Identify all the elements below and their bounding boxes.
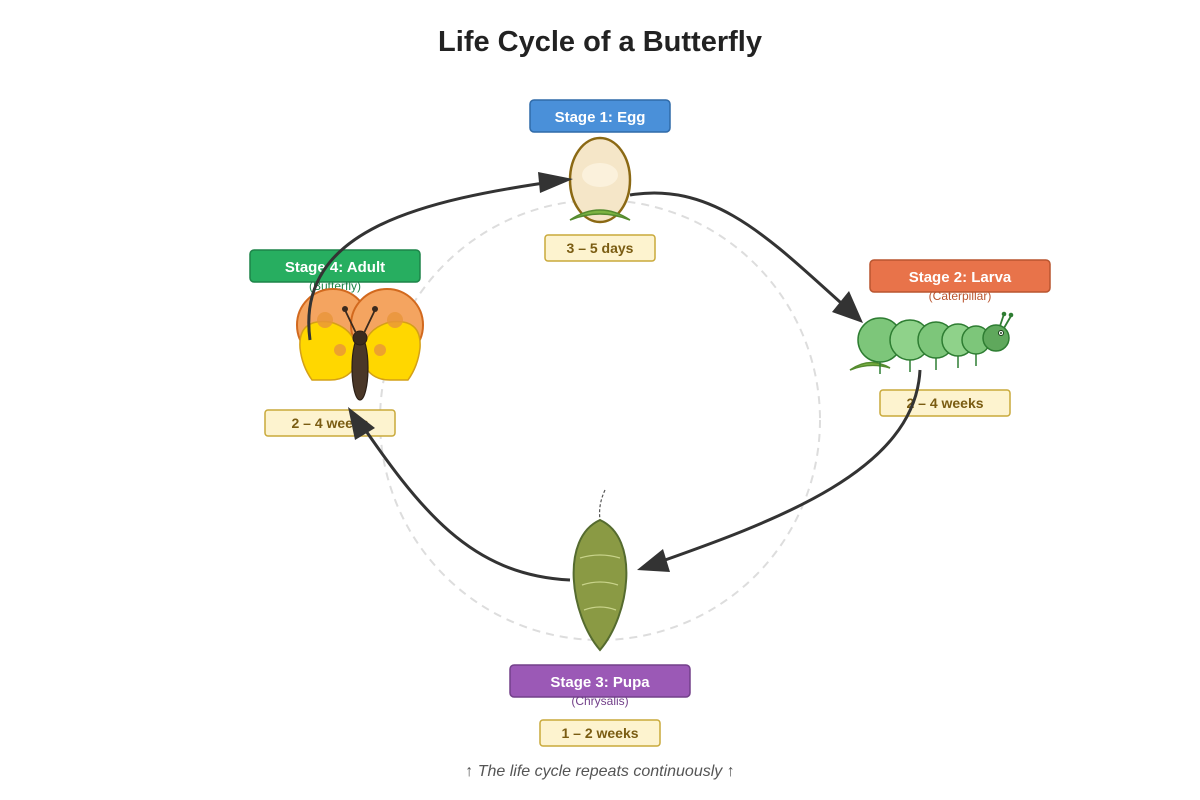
arrow-adult-to-egg-head bbox=[538, 172, 573, 193]
arrow-pupa-to-adult bbox=[353, 414, 571, 582]
arrow-larva-to-pupa bbox=[644, 369, 922, 569]
arrow-adult-to-egg bbox=[307, 178, 566, 341]
arrow-egg-to-larva-head bbox=[832, 291, 863, 323]
arrow-pupa-to-adult-head bbox=[348, 407, 375, 440]
stage-larva-duration-box bbox=[879, 389, 1011, 417]
cycle-arrows bbox=[307, 172, 922, 582]
caterpillar-icon bbox=[849, 311, 1014, 374]
stage-adult-label-box bbox=[249, 249, 421, 283]
stage-egg-label: Stage 1: Egg bbox=[555, 109, 646, 126]
butterfly-icon bbox=[296, 288, 424, 401]
stage-egg: Stage 1: Egg 3 – 5 days bbox=[529, 99, 671, 262]
stage-egg-duration-box bbox=[544, 234, 656, 262]
stage-larva-sublabel: (Caterpillar) bbox=[929, 289, 992, 303]
cycle-footer-note: ↑ The life cycle repeats continuously ↑ bbox=[465, 763, 734, 780]
stage-pupa: Stage 3: Pupa (Chrysalis) 1 – 2 weeks bbox=[509, 489, 691, 747]
stage-larva: Stage 2: Larva (Caterpillar) 2 – 4 weeks bbox=[849, 259, 1051, 417]
stage-egg-duration: 3 – 5 days bbox=[567, 240, 634, 256]
stage-pupa-duration-box bbox=[539, 719, 661, 747]
stage-adult-label: Stage 4: Adult bbox=[285, 259, 385, 276]
stage-egg-label-box bbox=[529, 99, 671, 133]
stage-adult-duration: 2 – 4 weeks bbox=[291, 415, 368, 431]
chrysalis-icon bbox=[572, 489, 628, 652]
diagram-title: Life Cycle of a Butterfly bbox=[438, 26, 762, 58]
egg-icon bbox=[568, 136, 632, 224]
stage-pupa-label-box bbox=[509, 664, 691, 698]
stage-larva-label: Stage 2: Larva bbox=[909, 269, 1012, 286]
stage-adult-sublabel: (Butterfly) bbox=[309, 279, 361, 293]
stage-pupa-label: Stage 3: Pupa bbox=[550, 674, 650, 691]
arrow-egg-to-larva bbox=[629, 191, 859, 320]
stage-larva-label-box bbox=[869, 259, 1051, 293]
stage-pupa-duration: 1 – 2 weeks bbox=[561, 725, 638, 741]
arrow-larva-to-pupa-head bbox=[637, 549, 670, 572]
stage-larva-duration: 2 – 4 weeks bbox=[906, 395, 983, 411]
stage-adult: Stage 4: Adult (Butterfly) 2 – 4 weeks bbox=[249, 249, 424, 437]
stage-pupa-sublabel: (Chrysalis) bbox=[571, 694, 628, 708]
